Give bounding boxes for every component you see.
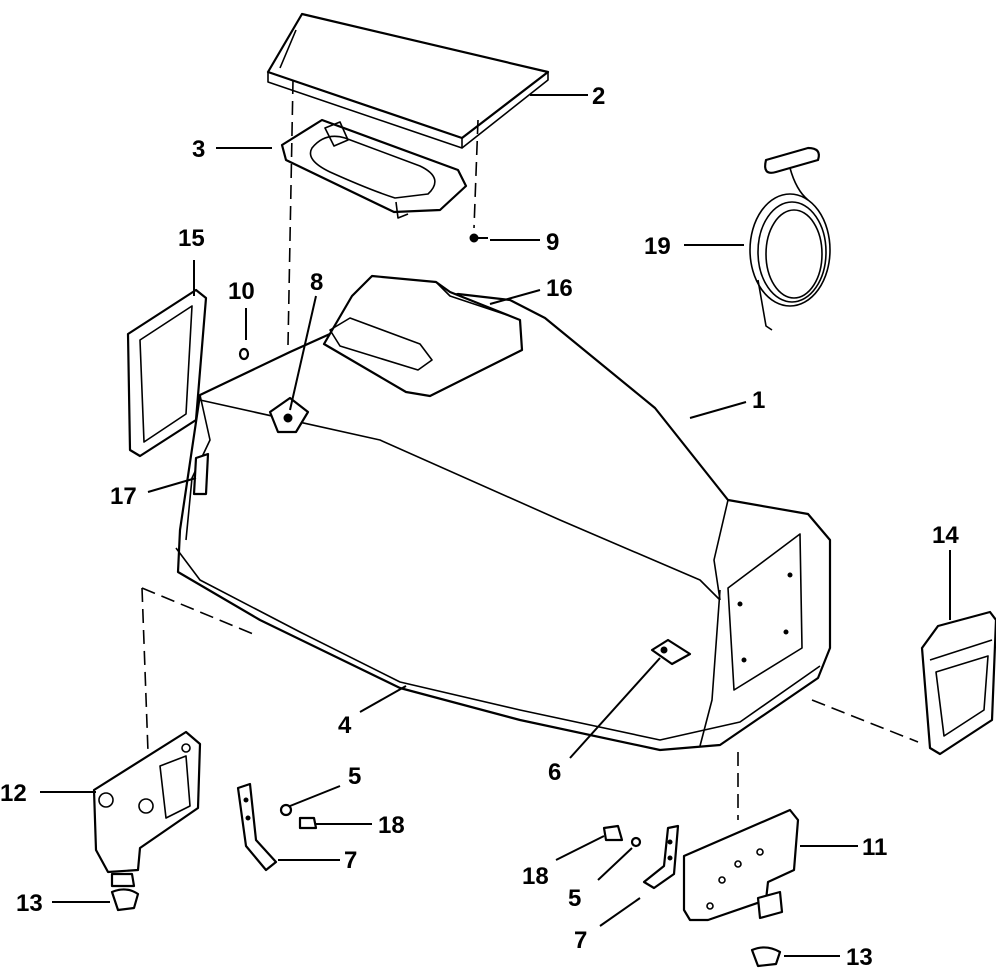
part-screw-9	[469, 233, 488, 243]
callout-7-lower: 7	[574, 927, 587, 954]
callout-1: 1	[752, 387, 765, 414]
callout-18-upper: 18	[378, 812, 405, 839]
part-washer-left	[279, 803, 293, 817]
callout-9: 9	[546, 229, 559, 256]
part-top-cover	[266, 12, 550, 149]
callout-3: 3	[192, 136, 205, 163]
part-cap-right	[750, 946, 782, 968]
assembly-line-left	[287, 79, 294, 346]
part-main-cowl	[175, 274, 832, 752]
callout-18-lower: 18	[522, 863, 549, 890]
part-l-bracket-left	[236, 782, 278, 872]
part-side-panel-right	[920, 610, 996, 756]
part-latch-hook	[650, 638, 692, 666]
part-pin	[238, 347, 250, 361]
part-latch	[268, 396, 310, 434]
callout-8: 8	[310, 269, 323, 296]
part-l-bracket-right	[642, 824, 680, 890]
callout-12: 12	[0, 780, 27, 807]
callout-5-lower: 5	[568, 885, 581, 912]
callout-labels: 1 2 3 4 5 5 6 7 7 8 9 10 11 12 13 13 14 …	[0, 83, 959, 971]
part-bracket-right	[682, 808, 800, 922]
part-hinge-clip	[192, 452, 210, 496]
callout-2: 2	[592, 83, 605, 110]
part-bolt-right	[602, 824, 624, 842]
callout-19: 19	[644, 233, 671, 260]
leader-lines	[40, 94, 951, 957]
callout-4: 4	[338, 712, 352, 739]
callout-5-upper: 5	[348, 763, 361, 790]
callout-13-right: 13	[846, 944, 873, 971]
part-bolt-left	[298, 816, 318, 830]
callout-7-upper: 7	[344, 847, 357, 874]
assembly-line-bottom-right	[811, 699, 919, 743]
part-cable-assembly	[749, 146, 831, 331]
part-washer-right	[630, 836, 642, 848]
callout-6: 6	[548, 759, 561, 786]
callout-15: 15	[178, 225, 205, 252]
part-bracket-left	[92, 730, 202, 888]
callout-16: 16	[546, 275, 573, 302]
assembly-line-right	[473, 119, 479, 229]
assembly-line-bracket-left	[141, 587, 149, 753]
callout-11: 11	[862, 834, 887, 861]
callout-14: 14	[932, 522, 959, 549]
callout-13-left: 13	[16, 890, 43, 917]
callout-17: 17	[110, 483, 137, 510]
part-seal-plate	[280, 118, 468, 219]
part-cap-left	[110, 888, 140, 912]
callout-10: 10	[228, 278, 255, 305]
